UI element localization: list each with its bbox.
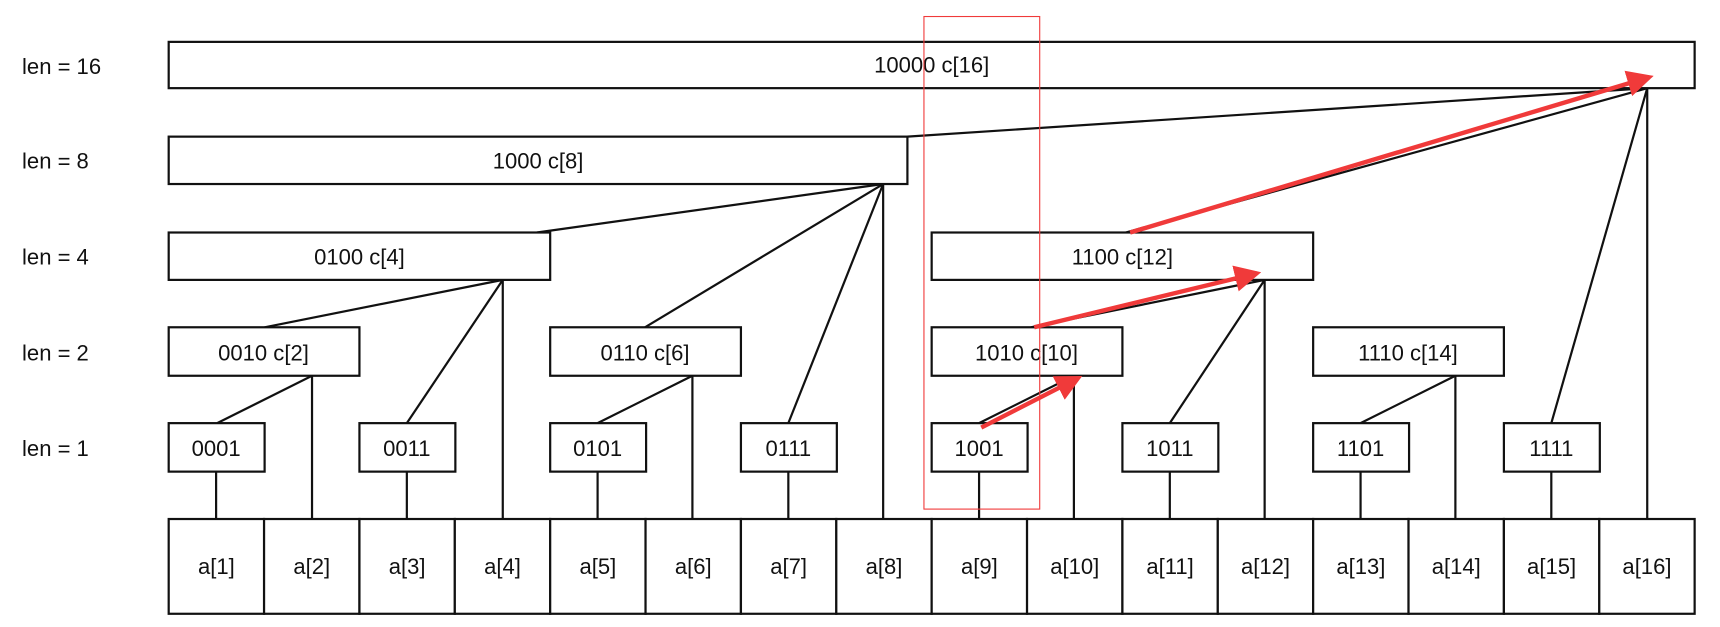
node-c7: 0111	[739, 422, 838, 473]
node-label: 0001	[192, 436, 241, 461]
array-cell-label: a[4]	[484, 554, 521, 579]
arrow-9-to-10	[980, 375, 1083, 430]
node-label: 0101	[573, 436, 622, 461]
node-c3: 0011	[358, 422, 457, 473]
array-cell: a[13]	[1312, 517, 1410, 615]
array-row: a[1] a[2] a[3] a[4] a[5] a[6] a[7] a[8] a[9] a[10…	[167, 517, 1696, 615]
array-cell: a[1]	[167, 517, 266, 615]
node-label: 1001	[955, 436, 1004, 461]
node-c15: 1111	[1502, 422, 1601, 473]
node-label: 1110 c[14]	[1358, 340, 1458, 365]
array-cell: a[15]	[1502, 517, 1601, 615]
node-c9: 1001	[930, 422, 1029, 473]
node-label: 0010 c[2]	[218, 340, 309, 365]
array-cell-label: a[11]	[1146, 554, 1193, 579]
array-cell: a[12]	[1216, 517, 1315, 615]
node-label: 1101	[1337, 436, 1384, 461]
node-label: 1010 c[10]	[975, 340, 1078, 365]
array-cell: a[9]	[930, 517, 1029, 615]
node-label: 1000 c[8]	[493, 149, 584, 174]
array-cell-label: a[7]	[770, 554, 807, 579]
node-c11: 1011	[1121, 422, 1220, 473]
array-cell-label: a[5]	[579, 554, 616, 579]
array-cell-label: a[8]	[866, 554, 903, 579]
array-cell-label: a[12]	[1241, 554, 1290, 579]
node-c8: 1000 c[8]	[167, 135, 909, 186]
node-label: 1111	[1529, 436, 1573, 461]
level-label-16: len = 16	[22, 54, 101, 79]
array-cell-label: a[15]	[1527, 554, 1576, 579]
level-label-2: len = 2	[22, 340, 89, 365]
arrow-10-to-12	[1033, 265, 1262, 330]
node-c16: 10000 c[16]	[167, 40, 1696, 90]
array-cell-label: a[3]	[389, 554, 426, 579]
array-cell: a[10]	[1025, 517, 1124, 615]
node-c2: 0010 c[2]	[167, 326, 361, 377]
array-cell-label: a[10]	[1050, 554, 1099, 579]
node-c14: 1110 c[14]	[1312, 326, 1505, 377]
array-cell-label: a[13]	[1336, 554, 1385, 579]
array-cell-label: a[1]	[198, 554, 235, 579]
highlight-rect	[923, 15, 1041, 510]
node-c10: 1010 c[10]	[930, 326, 1124, 377]
node-label: 10000 c[16]	[874, 53, 989, 78]
array-cell: a[11]	[1121, 517, 1219, 615]
array-cell: a[5]	[549, 517, 647, 615]
array-cell: a[4]	[453, 517, 552, 615]
node-label: 0011	[383, 436, 430, 461]
node-c13: 1101	[1312, 422, 1411, 473]
array-cell: a[8]	[835, 517, 933, 615]
array-cell-label: a[6]	[675, 554, 712, 579]
node-c6: 0110 c[6]	[549, 326, 743, 377]
array-cell: a[7]	[739, 517, 838, 615]
array-cell: a[6]	[644, 517, 743, 615]
array-cell-label: a[2]	[293, 554, 330, 579]
level-label-8: len = 8	[22, 149, 89, 174]
node-label: 0100 c[4]	[314, 244, 405, 269]
node-c4: 0100 c[4]	[167, 231, 552, 281]
node-c1: 0001	[167, 422, 266, 473]
array-cell-label: a[9]	[961, 554, 998, 579]
level-label-1: len = 1	[22, 436, 89, 461]
array-cell-label: a[14]	[1432, 554, 1481, 579]
connector-lines	[215, 87, 1649, 520]
update-path-arrows	[980, 70, 1654, 430]
node-label: 0111	[765, 436, 811, 461]
array-cell: a[14]	[1407, 517, 1505, 615]
array-cell-label: a[16]	[1622, 554, 1671, 579]
node-label: 0110 c[6]	[600, 340, 689, 365]
level-label-4: len = 4	[22, 244, 89, 269]
node-label: 1100 c[12]	[1072, 244, 1173, 269]
array-cell: a[2]	[262, 517, 361, 615]
array-cell: a[3]	[358, 517, 456, 615]
arrow-12-to-16	[1129, 70, 1654, 235]
array-cell: a[16]	[1598, 517, 1696, 615]
node-c5: 0101	[549, 422, 648, 473]
node-label: 1011	[1146, 436, 1193, 461]
level-labels: len = 16 len = 8 len = 4 len = 2 len = 1	[22, 54, 101, 461]
